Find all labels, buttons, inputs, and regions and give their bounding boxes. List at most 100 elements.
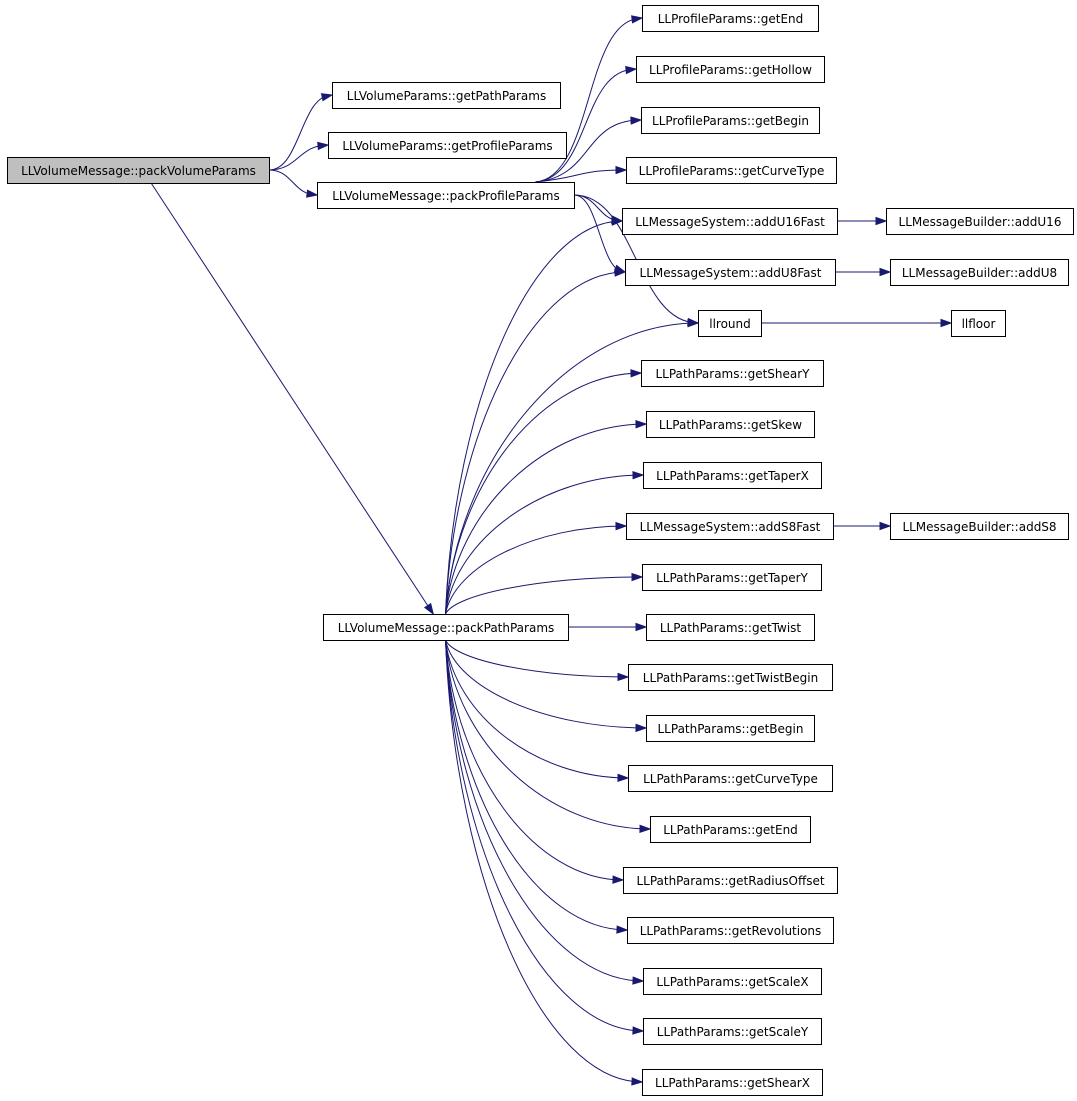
node-box (886, 208, 1074, 235)
node-path-get-end[interactable]: LLPathParams::getEnd (650, 816, 811, 843)
node-llround[interactable]: llround (698, 310, 762, 337)
node-pack-profile-params[interactable]: LLVolumeMessage::packProfileParams (317, 182, 575, 209)
node-label: LLPathParams::getScaleY (657, 1025, 809, 1039)
arrowhead (615, 521, 628, 531)
edge-pack-path-params-to-path-get-skew (445, 423, 647, 615)
node-path-get-skew[interactable]: LLPathParams::getSkew (646, 411, 815, 438)
node-path-get-scale-y[interactable]: LLPathParams::getScaleY (643, 1018, 822, 1045)
arrowhead (879, 521, 892, 531)
node-path-get-taper-x[interactable]: LLPathParams::getTaperX (643, 462, 822, 489)
node-box (646, 411, 815, 438)
node-box (625, 259, 836, 286)
node-path-get-curve-type[interactable]: LLPathParams::getCurveType (628, 765, 833, 792)
node-box (646, 715, 815, 742)
edge-pack-profile-params-to-prof-get-curve-type (535, 169, 627, 183)
edge-pack-path-params-to-path-get-scale-y (445, 639, 644, 1032)
arrowhead (317, 141, 330, 151)
arrowhead (632, 976, 645, 985)
node-prof-get-begin[interactable]: LLProfileParams::getBegin (641, 107, 820, 134)
node-builder-add-u8[interactable]: LLMessageBuilder::addU8 (890, 259, 1069, 286)
arrowhead (617, 672, 630, 682)
node-path-get-twist-begin[interactable]: LLPathParams::getTwistBegin (628, 664, 833, 691)
node-label: LLProfileParams::getHollow (649, 63, 812, 77)
edge-root-to-get-path-params (268, 94, 333, 171)
node-label: LLVolumeParams::getProfileParams (342, 139, 552, 153)
node-box (636, 56, 825, 83)
edge-pack-path-params-to-add-u8-fast (445, 271, 626, 615)
edge-pack-path-params-to-path-get-scale-x (445, 639, 644, 982)
node-label: LLMessageBuilder::addS8 (902, 520, 1056, 534)
edge-pack-profile-params-to-prof-get-end (535, 17, 643, 183)
node-get-path-params[interactable]: LLVolumeParams::getPathParams (332, 82, 561, 109)
node-box (623, 867, 838, 894)
node-pack-path-params[interactable]: LLVolumeMessage::packPathParams (323, 614, 569, 641)
arrowhead (320, 93, 334, 102)
edge-pack-path-params-to-path-get-radius-offset (445, 639, 624, 881)
edge-pack-profile-params-to-prof-get-begin (535, 119, 642, 183)
node-prof-get-curve-type[interactable]: LLProfileParams::getCurveType (626, 157, 837, 184)
node-path-get-shear-y[interactable]: LLPathParams::getShearY (641, 360, 824, 387)
node-label: LLVolumeMessage::packVolumeParams (21, 164, 256, 178)
arrowhead (632, 1026, 645, 1035)
node-path-get-twist[interactable]: LLPathParams::getTwist (646, 614, 815, 641)
node-box (643, 462, 822, 489)
arrowhead (940, 318, 953, 328)
node-path-get-begin[interactable]: LLPathParams::getBegin (646, 715, 815, 742)
arrowhead (631, 15, 644, 24)
node-builder-add-s8[interactable]: LLMessageBuilder::addS8 (890, 513, 1069, 540)
edge-pack-path-params-to-path-get-begin (445, 639, 647, 729)
node-root[interactable]: LLVolumeMessage::packVolumeParams (7, 157, 270, 184)
node-box (328, 132, 567, 159)
node-box (628, 664, 833, 691)
node-add-u16-fast[interactable]: LLMessageSystem::addU16Fast (622, 208, 838, 235)
edge-pack-path-params-to-path-get-shear-y (445, 372, 642, 615)
node-box (317, 182, 575, 209)
edge-pack-path-params-to-path-get-shear-x (445, 639, 643, 1083)
node-label: LLPathParams::getTwistBegin (643, 671, 818, 685)
node-label: LLVolumeMessage::packPathParams (338, 621, 555, 635)
node-path-get-shear-x[interactable]: LLPathParams::getShearX (642, 1069, 823, 1096)
node-builder-add-u16[interactable]: LLMessageBuilder::addU16 (886, 208, 1074, 235)
node-label: LLProfileParams::getEnd (658, 12, 804, 26)
node-box (642, 564, 822, 591)
node-label: LLPathParams::getTaperY (656, 571, 808, 585)
edge-pack-path-params-to-path-get-curve-type (445, 639, 629, 779)
node-label: LLPathParams::getRevolutions (640, 924, 822, 938)
node-label: LLMessageBuilder::addU16 (899, 215, 1062, 229)
edge-pack-profile-params-to-prof-get-hollow (535, 68, 637, 183)
node-box (626, 513, 834, 540)
node-box (890, 513, 1069, 540)
arrowhead (617, 773, 630, 782)
node-prof-get-hollow[interactable]: LLProfileParams::getHollow (636, 56, 825, 83)
node-label: LLVolumeMessage::packProfileParams (332, 189, 559, 203)
arrowhead (625, 65, 638, 75)
node-path-get-radius-offset[interactable]: LLPathParams::getRadiusOffset (623, 867, 838, 894)
node-label: LLPathParams::getRadiusOffset (636, 874, 824, 888)
node-path-get-taper-y[interactable]: LLPathParams::getTaperY (642, 564, 822, 591)
edge-pack-path-params-to-path-get-taper-x (445, 474, 644, 615)
node-add-u8-fast[interactable]: LLMessageSystem::addU8Fast (625, 259, 836, 286)
node-box (622, 208, 838, 235)
node-get-profile-params[interactable]: LLVolumeParams::getProfileParams (328, 132, 567, 159)
arrowhead (635, 622, 648, 632)
node-box (627, 917, 834, 944)
node-box (650, 816, 811, 843)
node-add-s8-fast[interactable]: LLMessageSystem::addS8Fast (626, 513, 834, 540)
node-llfloor[interactable]: llfloor (951, 310, 1006, 337)
edge-pack-path-params-to-add-s8-fast (445, 525, 627, 615)
node-path-get-scale-x[interactable]: LLPathParams::getScaleX (643, 968, 822, 995)
node-label: LLPathParams::getScaleX (656, 975, 808, 989)
node-prof-get-end[interactable]: LLProfileParams::getEnd (642, 5, 819, 32)
edge-pack-path-params-to-path-get-end (445, 639, 651, 830)
node-label: LLPathParams::getSkew (659, 418, 802, 432)
node-path-get-revolutions[interactable]: LLPathParams::getRevolutions (627, 917, 834, 944)
arrowhead (611, 217, 624, 226)
node-box (698, 310, 762, 337)
edge-pack-path-params-to-path-get-revolutions (445, 639, 628, 931)
node-box (323, 614, 569, 641)
arrowhead (631, 1077, 644, 1086)
arrowhead (423, 602, 435, 616)
node-label: LLVolumeParams::getPathParams (347, 89, 546, 103)
call-nodes: LLVolumeMessage::packVolumeParamsLLVolum… (7, 5, 1074, 1096)
